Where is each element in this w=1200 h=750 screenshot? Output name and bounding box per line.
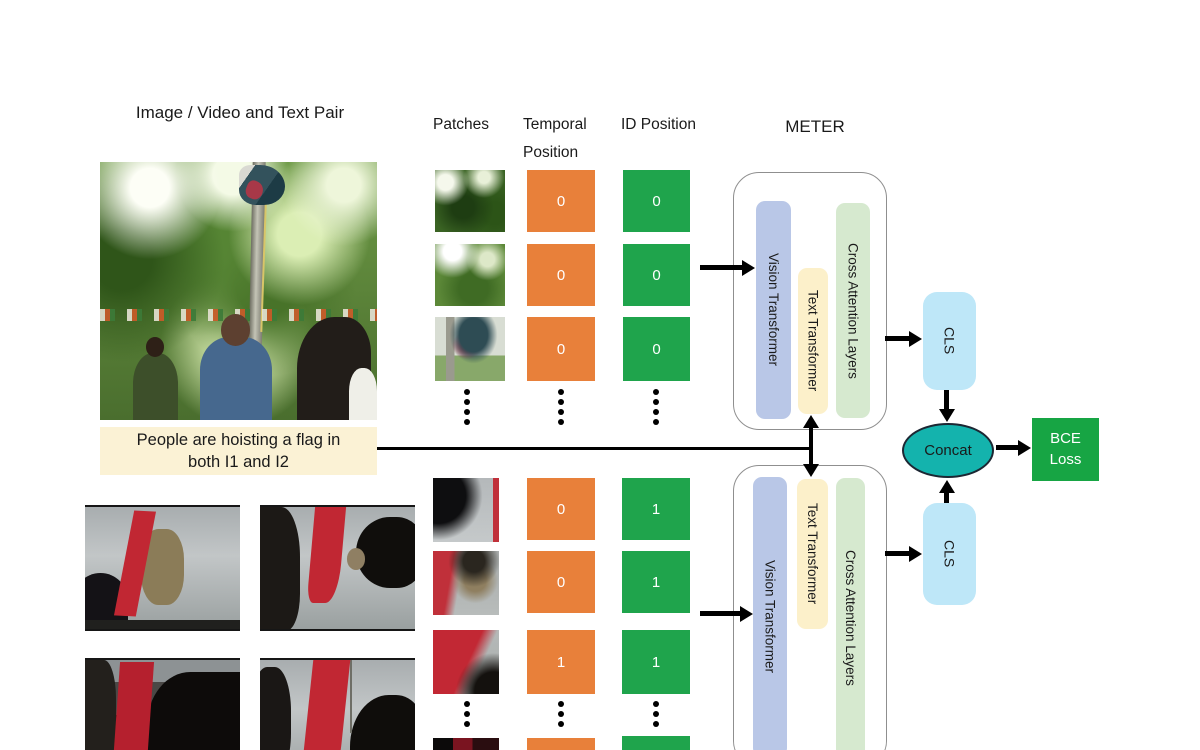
temporal-token: 0 [527,317,595,381]
concat-node: Concat [902,423,994,478]
video-frame-4 [260,658,415,750]
video-frame-1 [85,505,240,631]
video-patch-1 [433,478,499,542]
ellipsis-icon [558,389,564,425]
arrow-video-tokens-to-meter [700,611,740,616]
bce-line2: Loss [1049,450,1082,468]
id-token: 0 [623,170,690,232]
officer-cap [349,695,415,750]
id-token: 1 [622,630,690,694]
frame-edge [85,620,240,629]
figure-title: Image / Video and Text Pair [135,103,345,122]
cross-attention-bar: Cross Attention Layers [836,203,870,418]
meter-block-video: Vision Transformer Text Transformer Cros… [733,465,887,750]
caption-connector-line [377,447,811,450]
furled-flag [238,164,285,205]
temporal-position-header: Temporal Position [523,116,587,161]
id-token-partial [622,736,690,750]
flag-hoisting-image [100,162,377,420]
person-far-right [349,368,377,420]
patches-header: Patches [433,116,490,133]
arrow-cls-top-to-concat [944,390,949,409]
image-patch-2 [435,244,505,306]
id-token: 0 [623,244,690,306]
officer-cap [356,516,415,588]
text-transformer-bar: Text Transformer [798,268,828,414]
image-patch-3 [435,317,505,381]
temporal-token-partial [527,738,595,750]
arrow-meter2-to-cls [885,551,909,556]
caption-line2: both I1 and I2 [188,453,289,471]
video-patch-2 [433,551,499,615]
image-patch-1 [435,170,505,232]
temporal-token: 1 [527,630,595,694]
temporal-token: 0 [527,244,595,306]
caption-line1: People are hoisting a flag in [136,430,341,449]
ellipsis-icon [464,389,470,425]
id-position-header: ID Position [621,116,696,133]
red-flag [300,660,350,750]
video-frame-3 [85,658,240,750]
red-flag [306,507,347,603]
ellipsis-icon [653,389,659,425]
arrow-image-tokens-to-meter [700,265,742,270]
silhouette [260,507,301,629]
arrow-cls-bottom-to-concat [944,493,949,503]
silhouette [147,672,240,750]
ellipsis-icon [653,701,659,727]
temporal-token: 0 [527,551,595,613]
cls-token-top: CLS [923,292,976,390]
video-patch-3 [433,630,499,694]
meter-label: METER [785,117,845,136]
temporal-token: 0 [527,170,595,232]
cls-token-bottom: CLS [923,503,976,605]
vision-transformer-bar: Vision Transformer [753,477,787,750]
flag-pole [349,660,352,734]
cross-attention-bar: Cross Attention Layers [836,478,865,750]
statue [85,660,116,750]
video-frame-2 [260,505,415,631]
person-left [133,336,178,420]
text-pair-caption: People are hoisting a flag in both I1 an… [100,427,377,475]
vision-transformer-bar: Vision Transformer [756,201,791,419]
text-transformer-bar: Text Transformer [797,479,828,629]
red-flag [111,662,155,750]
id-token: 1 [622,478,690,540]
video-patch-4-partial [433,738,499,750]
id-token: 1 [622,551,690,613]
person-center [199,314,272,420]
ellipsis-icon [558,701,564,727]
bce-line1: BCE [1050,430,1081,448]
meter-block-image: Vision Transformer Text Transformer Cros… [733,172,887,430]
arrow-caption-to-text-transformers [809,428,813,464]
face [346,548,366,571]
bce-loss-box: BCE Loss [1032,418,1099,481]
arrow-concat-to-bce [996,445,1018,450]
temporal-token: 0 [527,478,595,540]
ellipsis-icon [464,701,470,727]
arrow-meter1-to-cls [885,336,909,341]
id-token: 0 [623,317,690,381]
statue [260,667,291,750]
